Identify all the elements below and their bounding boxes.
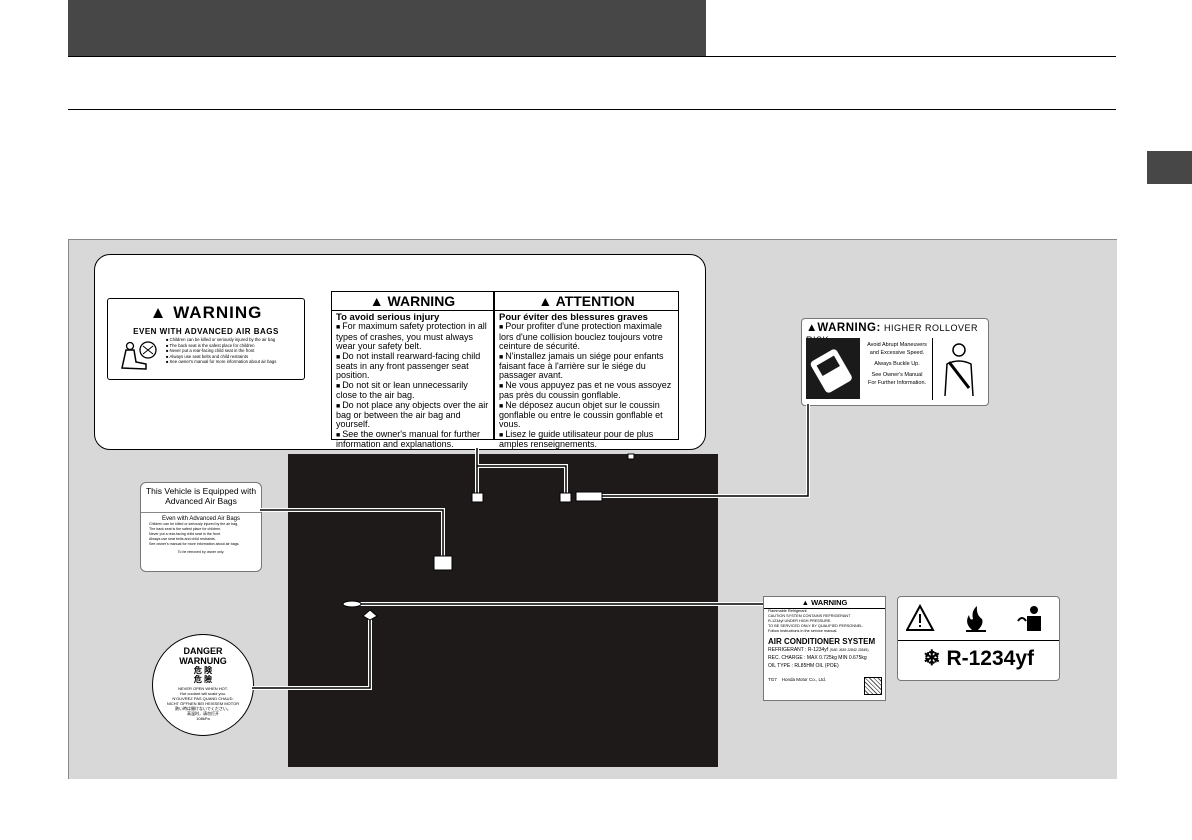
recycle-mark: [864, 677, 882, 695]
list-item: See the owner's manual for further infor…: [336, 429, 489, 450]
seatbelt-icon: [932, 338, 985, 400]
section-rule: [68, 109, 1116, 110]
list-item: Ne déposez aucun objet sur le coussin go…: [499, 400, 674, 430]
radiator-cap-danger-label: DANGER WARNUNG 危 険 危 險 NEVER OPEN WHEN H…: [152, 634, 254, 736]
list-item: For maximum safety protection in all typ…: [336, 322, 489, 351]
jp-text-1: 危 険: [193, 666, 213, 675]
english-title: To avoid serious injury: [336, 312, 440, 323]
list-item: Always use seat belts and child restrain…: [149, 537, 216, 541]
advanced-airbags-label: This Vehicle is Equipped with Advanced A…: [140, 482, 262, 572]
list-item: Do not sit or lean unnecessarily close t…: [336, 380, 489, 401]
ac-system-title: AIR CONDITIONER SYSTEM: [768, 637, 876, 646]
attention-header: ▲ ATTENTION: [495, 292, 678, 311]
child-seat-airbag-icon: [116, 338, 162, 372]
list-item: See owner's manual for more information …: [166, 359, 277, 365]
rollover-car-icon: [806, 338, 860, 399]
label-subtitle: EVEN WITH ADVANCED AIR BAGS: [133, 327, 279, 336]
list-item: Never put a rear-facing child seat in th…: [149, 532, 221, 536]
list-item: N'installez jamais un siége pour enfants…: [499, 351, 674, 381]
list-item: Do not place any objects over the air ba…: [336, 400, 489, 430]
header-rule: [68, 56, 1116, 57]
refrigerant-name: ❄ R-1234yf: [923, 647, 1034, 670]
ac-footer: TG7 Honda Motor Co., Ltd.: [768, 677, 827, 682]
danger-lines: NEVER OPEN WHEN HOT. Hot coolant will sc…: [166, 686, 240, 721]
ac-refrigerant: REFRIGERANT : R-1234yf (SAE J639 J2842 J…: [768, 647, 869, 653]
rollover-warning-label: ▲WARNING: HIGHER ROLLOVER RISK Avoid Abr…: [801, 318, 989, 406]
ac-charge: REC. CHARGE : MAX 0.725kg MIN 0.675kg: [768, 655, 867, 661]
french-title: Pour éviter des blessures graves: [499, 312, 648, 323]
chapter-tab[interactable]: [1147, 151, 1192, 184]
hazard-icons: [906, 603, 1041, 632]
refrigerant-symbol-label: ❄ R-1234yf: [897, 596, 1060, 681]
label-divider: [898, 640, 1059, 641]
aab-subheading: Even with Advanced Air Bags: [161, 516, 241, 522]
label-title: ▲ WARNING: [149, 303, 263, 322]
header-bar: [68, 0, 706, 56]
ac-small-text: Flammable Refrigerant CAUTION SYSTEM CON…: [768, 609, 864, 633]
vehicle-illustration: [288, 454, 718, 767]
aab-heading: This Vehicle is Equipped with Advanced A…: [141, 483, 261, 513]
air-conditioner-label: ▲ WARNING Flammable Refrigerant CAUTION …: [763, 596, 886, 701]
ac-warning-header: ▲ WARNING: [764, 597, 885, 609]
list-item: Always use seat belts and child restrain…: [166, 354, 276, 360]
warning-items: Children can be killed or seriously inju…: [166, 337, 277, 365]
danger-text: DANGER: [183, 646, 223, 656]
list-item: Children can be killed or seriously inju…: [166, 337, 276, 343]
list-item: Lisez le guide utilisateur pour de plus …: [499, 429, 674, 450]
list-item: See owner's manual for more information …: [149, 542, 240, 546]
list-item: The back seat is the safest place for ch…: [166, 343, 276, 349]
jp-text-2: 危 險: [193, 675, 213, 684]
rollover-text: Avoid Abrupt Maneuvers and Excessive Spe…: [867, 342, 927, 386]
list-item: Do not install rearward-facing child sea…: [336, 351, 489, 381]
warning-header: ▲ WARNING: [332, 292, 493, 311]
warnung-text: WARNUNG: [179, 656, 227, 666]
list-item: Children can be killed or seriously inju…: [149, 522, 239, 526]
list-item: Never put a rear-facing child seat in th…: [166, 348, 276, 354]
list-item: Ne vous appuyez pas et ne vous assoyez p…: [499, 380, 674, 401]
bilingual-warning-label: ▲ WARNING ▲ ATTENTION To avoid serious i…: [331, 291, 679, 449]
airbag-warning-label: ▲ WARNING EVEN WITH ADVANCED AIR BAGS Ch…: [107, 298, 305, 380]
aab-footer: To be removed by owner only.: [177, 550, 225, 554]
french-column: Pour éviter des blessures graves Pour pr…: [495, 311, 678, 452]
english-column: To avoid serious injury For maximum safe…: [332, 311, 493, 452]
list-item: Pour profiter d'une protection maximale …: [499, 322, 674, 351]
column-divider: [493, 292, 495, 439]
list-item: The back seat is the safest place for ch…: [149, 527, 222, 531]
ac-oil: OIL TYPE : RL85HM OIL (POE): [768, 663, 839, 669]
